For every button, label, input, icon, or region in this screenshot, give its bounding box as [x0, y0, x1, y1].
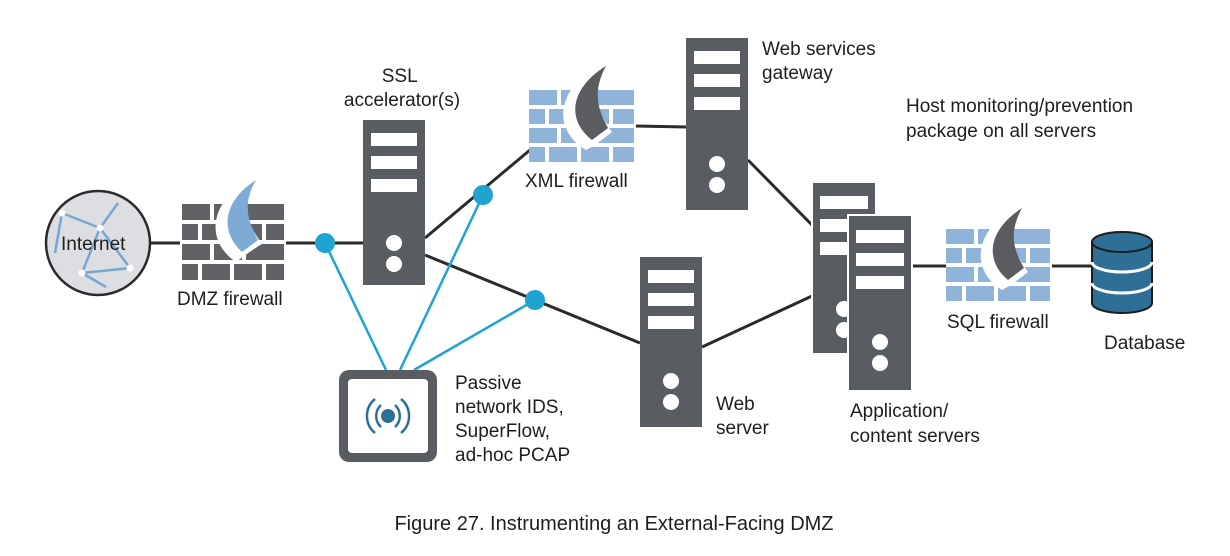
link-webserver-app	[701, 294, 813, 349]
passive-ids-label-line3: SuperFlow,	[455, 421, 550, 442]
tap-line-xml	[398, 194, 485, 371]
sql-firewall-icon	[946, 202, 1050, 301]
web-server-label-line2: server	[716, 418, 769, 439]
internet-label: Internet	[61, 234, 126, 255]
tap-point-dmz	[315, 233, 335, 253]
ssl-accelerator-label: SSL accelerator(s)	[344, 66, 460, 111]
database-icon	[1090, 231, 1154, 314]
link-gateway-app	[746, 158, 814, 227]
web-services-gateway-server-icon	[686, 38, 748, 210]
host-monitoring-label-line1: Host monitoring/prevention	[906, 96, 1133, 117]
dmz-firewall-icon	[182, 174, 284, 280]
application-servers-icon	[811, 181, 913, 392]
link-xml-gateway	[635, 124, 687, 129]
xml-firewall-label: XML firewall	[525, 171, 628, 192]
application-servers-label-line2: content servers	[850, 426, 980, 447]
tap-links	[323, 194, 536, 372]
web-server-label-line1: Web	[716, 394, 755, 415]
web-server-icon	[640, 257, 702, 427]
internet-globe-icon	[44, 189, 152, 297]
web-server-label: Web server	[716, 394, 769, 439]
tap-points	[315, 185, 545, 310]
passive-ids-appliance-icon	[339, 370, 437, 462]
web-services-gateway-label: Web services gateway	[762, 39, 881, 84]
tap-line-dmz	[323, 242, 388, 371]
host-monitoring-label-line2: package on all servers	[906, 121, 1096, 142]
host-monitoring-label: Host monitoring/prevention package on al…	[906, 96, 1138, 142]
sql-firewall-label: SQL firewall	[947, 312, 1049, 333]
xml-firewall-icon	[529, 60, 634, 162]
web-services-gateway-label-line1: Web services	[762, 39, 876, 60]
application-servers-label: Application/ content servers	[850, 401, 980, 447]
passive-ids-label-line1: Passive	[455, 373, 522, 394]
passive-ids-label-line4: ad-hoc PCAP	[455, 445, 570, 466]
tap-point-web	[525, 290, 545, 310]
tap-point-xml	[473, 185, 493, 205]
passive-ids-label-line2: network IDS,	[455, 397, 564, 418]
database-label: Database	[1104, 333, 1185, 354]
passive-ids-label: Passive network IDS, SuperFlow, ad-hoc P…	[455, 373, 570, 466]
tap-line-web	[413, 298, 536, 372]
figure-caption: Figure 27. Instrumenting an External-Fac…	[394, 513, 833, 535]
ssl-accelerator-server-icon	[363, 120, 425, 285]
ssl-accelerator-label-line2: accelerator(s)	[344, 90, 460, 111]
application-servers-label-line1: Application/	[850, 401, 949, 422]
ssl-accelerator-label-line1: SSL	[382, 66, 417, 87]
web-services-gateway-label-line2: gateway	[762, 63, 833, 84]
wireless-signal-icon	[365, 398, 411, 434]
dmz-firewall-label: DMZ firewall	[177, 289, 283, 310]
